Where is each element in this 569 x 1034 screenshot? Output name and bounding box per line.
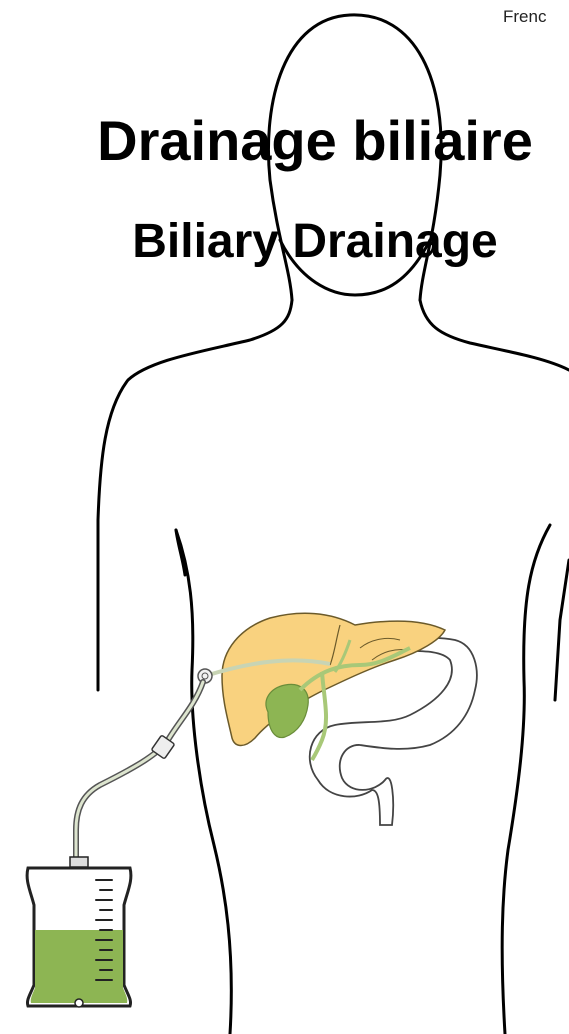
title-english: Biliary Drainage <box>0 214 569 269</box>
drainage-bag-icon <box>27 857 131 1007</box>
drainage-bag-fluid <box>31 930 128 1003</box>
title-french: Drainage biliaire <box>0 108 569 173</box>
language-tag: Frenc <box>503 7 546 27</box>
gallbladder-icon <box>266 684 308 737</box>
